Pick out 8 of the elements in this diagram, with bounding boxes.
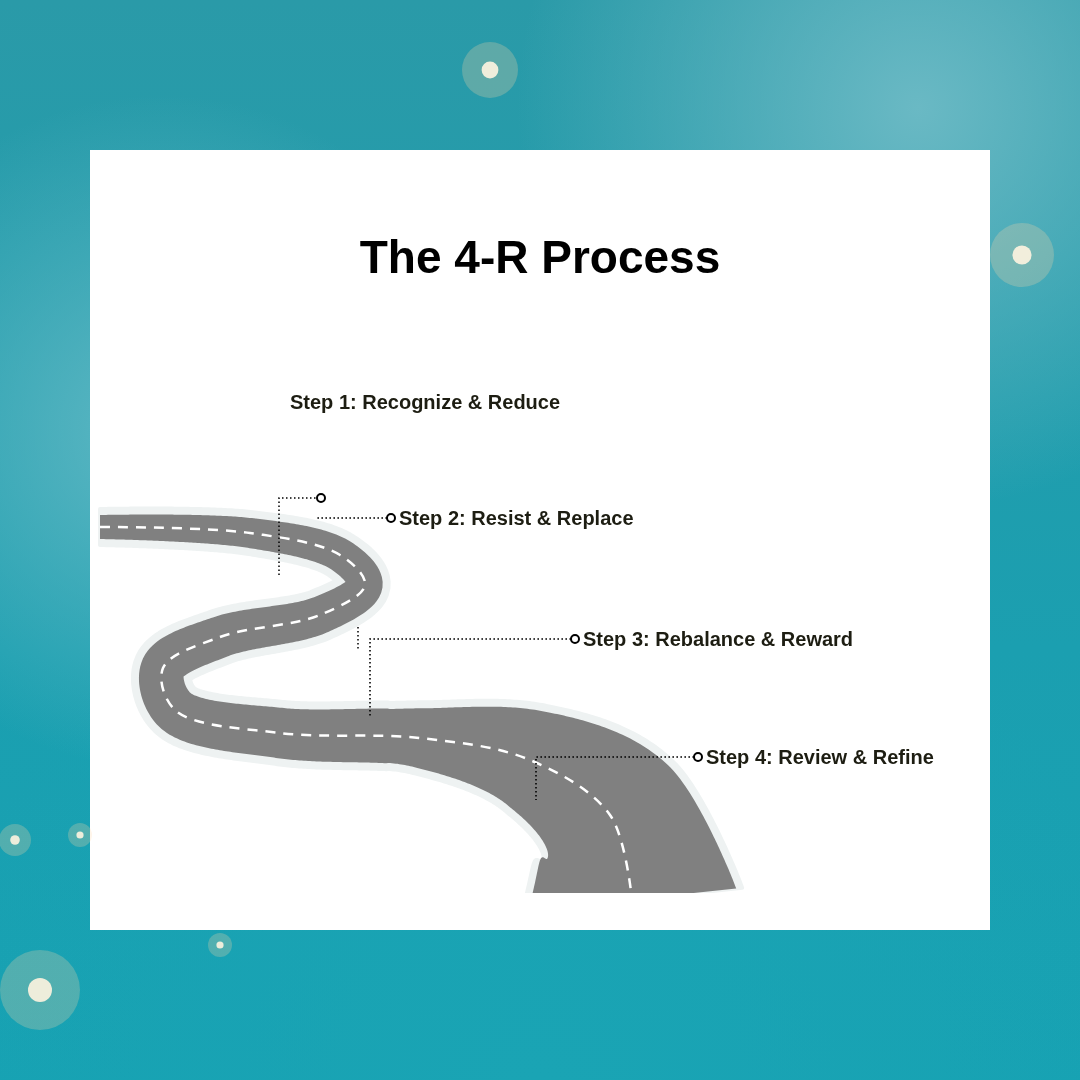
- title: The 4-R Process: [358, 230, 722, 284]
- leader-line: [315, 513, 396, 523]
- leader-line: [535, 752, 703, 801]
- leader-line: [369, 634, 580, 719]
- step-label: Step 1: Recognize & Reduce: [290, 390, 561, 414]
- step-label: Step 4: Review & Refine: [706, 745, 934, 769]
- step-label: Step 2: Resist & Replace: [399, 506, 634, 530]
- step-label: Step 3: Rebalance & Reward: [583, 627, 854, 651]
